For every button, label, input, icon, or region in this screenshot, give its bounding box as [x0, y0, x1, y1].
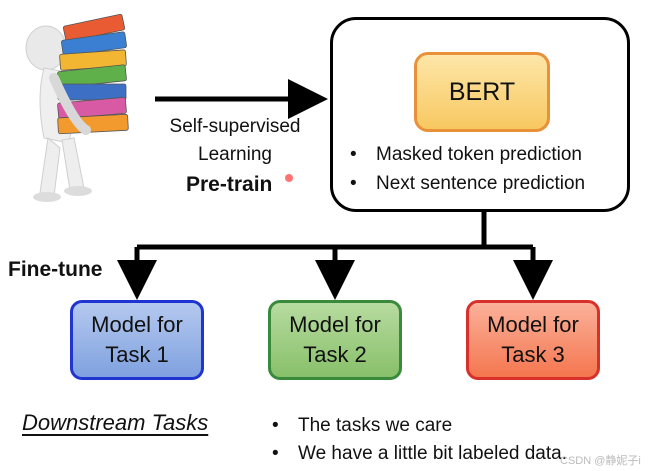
downstream-bullets: The tasks we care We have a little bit l… — [272, 412, 567, 468]
person-carrying-books-icon — [25, 13, 129, 202]
bert-title: BERT — [448, 77, 516, 106]
task3-line1: Model for — [487, 312, 579, 337]
pretrain-label: Pre-train — [186, 173, 273, 196]
downstream-bullet-care: The tasks we care — [272, 412, 567, 440]
task1-model-box: Model for Task 1 — [70, 300, 204, 380]
objective-masked-token: Masked token prediction — [350, 140, 585, 169]
watermark: CSDN @静妮子i — [560, 455, 641, 467]
bert-objectives-list: Masked token prediction Next sentence pr… — [350, 140, 585, 198]
downstream-bullet-labeled: We have a little bit labeled data. — [272, 440, 567, 468]
self-supervised-line2: Learning — [198, 144, 272, 165]
pointer-dot-icon — [285, 174, 293, 182]
self-supervised-label: Self-supervised Learning — [140, 113, 330, 169]
finetune-label: Fine-tune — [8, 258, 103, 281]
task1-line2: Task 1 — [105, 342, 169, 367]
task2-line2: Task 2 — [303, 342, 367, 367]
downstream-title: Downstream Tasks — [22, 410, 209, 435]
task2-model-box: Model for Task 2 — [268, 300, 402, 380]
bert-block: BERT — [414, 52, 550, 132]
task2-line1: Model for — [289, 312, 381, 337]
task1-line1: Model for — [91, 312, 183, 337]
task3-model-box: Model for Task 3 — [466, 300, 600, 380]
task3-line2: Task 3 — [501, 342, 565, 367]
self-supervised-line1: Self-supervised — [169, 116, 301, 137]
objective-next-sentence: Next sentence prediction — [350, 169, 585, 198]
